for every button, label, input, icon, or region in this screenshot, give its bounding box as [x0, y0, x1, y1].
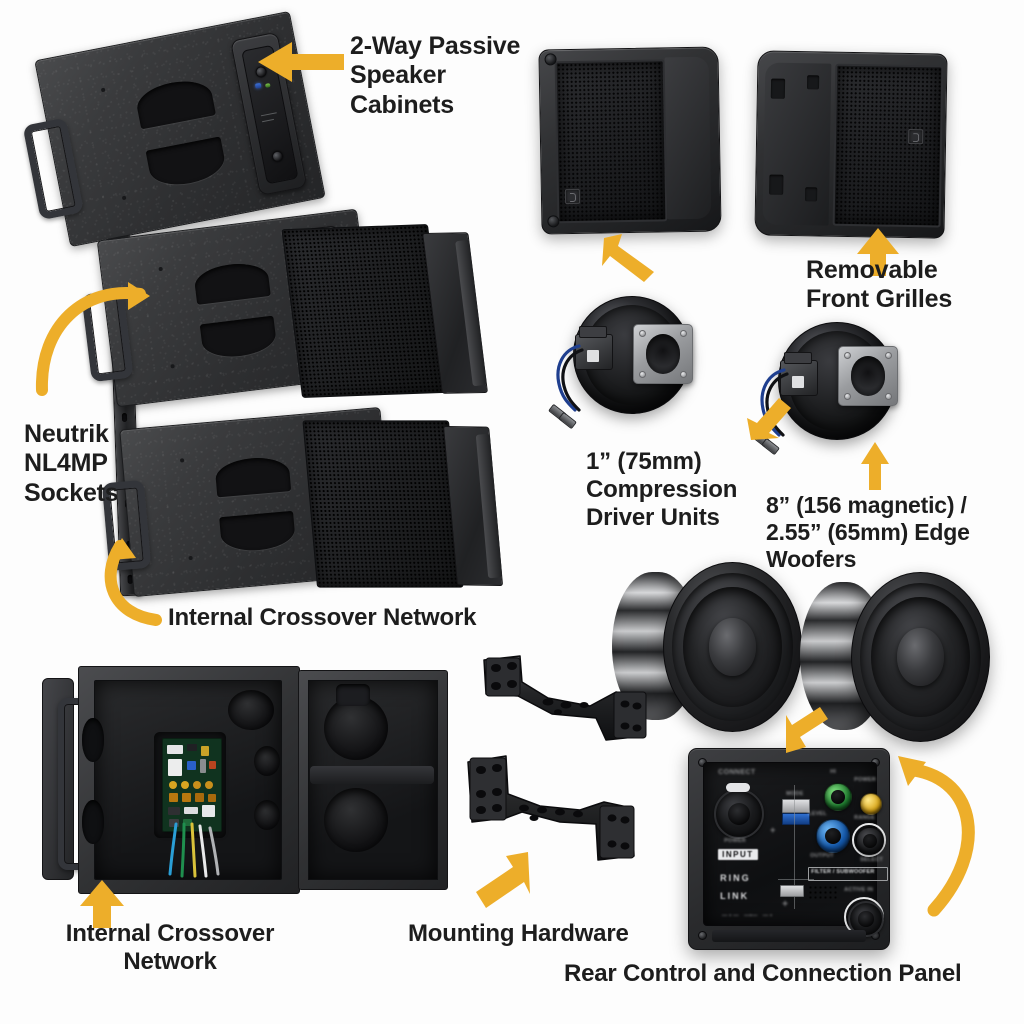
woofer-basket: [851, 572, 990, 742]
port-cutout: [254, 800, 280, 830]
arrow-two-way-passive-speaker-cabinets: [252, 38, 344, 88]
arrow-internal-crossover-network-top: [98, 538, 190, 636]
driver-cutout: [228, 690, 274, 730]
panel-plus-mark: +: [770, 825, 776, 836]
compression-driver-right: [751, 322, 898, 456]
arrow-internal-crossover-network-bottom: [78, 880, 126, 928]
panel-bottom-lip: [712, 930, 866, 942]
driver-throat: [645, 334, 681, 374]
panel-mark-active-in: Active In: [844, 887, 874, 894]
arrow-edge-woofers-lower: [780, 705, 830, 757]
port-cutout: [254, 746, 280, 776]
speakon-xlr-combo-jack[interactable]: [714, 789, 765, 840]
input-label: INPUT: [718, 849, 758, 861]
brand-badge-icon: [908, 128, 924, 145]
hi-binding-post[interactable]: [824, 783, 853, 812]
output-jack-ring: [852, 823, 887, 858]
removable-grille-right: [754, 50, 948, 239]
panel-divider: [794, 785, 796, 910]
arrow-removable-front-grilles-right: [855, 228, 901, 276]
woofer-dust-cap: [897, 628, 944, 686]
nl4mp-socket: [271, 149, 285, 163]
cabinet-interior-left-wall: [82, 800, 104, 844]
driver-throat: [850, 356, 886, 396]
panel-mark-filter: FILTER / SUBWOOFER: [811, 869, 875, 876]
link-label: LINK: [720, 891, 750, 902]
callout-compression-driver-units: 1” (75mm) Compression Driver Units: [586, 448, 738, 532]
callout-removable-front-grilles: Removable Front Grilles: [806, 256, 953, 314]
removable-grille-left: [538, 46, 722, 235]
arrow-neutrik-nl4mp-sockets: [22, 280, 152, 430]
grille-mesh: [832, 63, 944, 228]
cabinet-interior-left-wall: [82, 718, 104, 762]
panel-legend-marks: — • — —•— — •: [720, 913, 775, 920]
panel-mark-connect: CONNECT: [718, 769, 756, 777]
crossover-pcb: [162, 738, 222, 832]
woofer-basket: [663, 562, 802, 732]
callout-two-way-passive-speaker-cabinets: 2-Way Passive Speaker Cabinets: [350, 32, 521, 119]
crossover-wire-harness: [168, 822, 230, 882]
arrow-compression-driver-units: [745, 396, 799, 442]
woofer-right: [800, 572, 990, 742]
arrow-rear-control-and-connection-panel: [888, 754, 998, 934]
woofer-cutout-upper: [324, 696, 388, 760]
woofer-dust-cap: [709, 618, 756, 676]
woofer-left: [612, 562, 802, 732]
panel-plus-mark: +: [782, 899, 789, 911]
grille-side-wing: [664, 56, 712, 220]
callout-edge-woofers: 8” (156 magnetic) / 2.55” (65mm) Edge Wo…: [766, 492, 970, 572]
callout-neutrik-nl4mp-sockets: Neutrik NL4MP Sockets: [24, 420, 119, 507]
driver-exit-flange: [633, 324, 693, 384]
mounting-bracket-upper: [478, 652, 650, 744]
ring-label: RING: [720, 873, 751, 884]
dip-switch-block[interactable]: [782, 799, 811, 814]
grille-face-bottom: [302, 420, 464, 588]
open-cabinet-crossover-view: [42, 660, 462, 900]
dip-switch-bank[interactable]: [782, 813, 811, 826]
driver-exit-flange: [838, 346, 898, 406]
internal-brace: [310, 766, 434, 784]
port-tube: [336, 684, 370, 706]
dip-switch-small[interactable]: [780, 885, 805, 898]
power-indicator-led: [860, 793, 883, 816]
panel-mark-range: RANGE: [854, 815, 876, 822]
jack-collar-tab: [726, 783, 751, 793]
vent-grid: [808, 885, 839, 900]
driver-wire-lead: [549, 340, 595, 418]
panel-mark-hi: HI: [830, 769, 837, 776]
panel-mark-output: OUTPUT: [810, 853, 834, 860]
output-selector-knob[interactable]: [856, 827, 885, 856]
callout-rear-control-and-connection-panel: Rear Control and Connection Panel: [564, 960, 962, 987]
arrow-mounting-hardware: [472, 848, 532, 910]
panel-mark-jack: POWER: [724, 838, 746, 845]
panel-mark-level: LEVEL: [808, 811, 827, 818]
rear-panel-plate: CONNECT MODE POWER INPUT RING LINK HI PO…: [703, 762, 889, 938]
filter-label-strip: [808, 867, 889, 882]
rear-control-panel: CONNECT MODE POWER INPUT RING LINK HI PO…: [688, 748, 890, 950]
compression-driver-left: [548, 296, 693, 430]
callout-internal-crossover-network-bottom: Internal Crossover Network: [65, 920, 275, 976]
panel-mark-select: SELECT: [860, 857, 884, 864]
panel-mark-power: POWER: [854, 777, 876, 784]
callout-mounting-hardware: Mounting Hardware: [408, 920, 629, 947]
level-control-knob[interactable]: [816, 819, 851, 854]
arrow-edge-woofers: [860, 442, 890, 490]
panel-divider: [778, 879, 815, 881]
mounting-bracket-lower: [462, 752, 640, 862]
woofer-cutout-lower: [324, 788, 388, 852]
callout-internal-crossover-network-top: Internal Crossover Network: [168, 604, 477, 631]
arrow-removable-front-grilles-left: [600, 232, 658, 284]
brand-badge-icon: [564, 188, 581, 205]
